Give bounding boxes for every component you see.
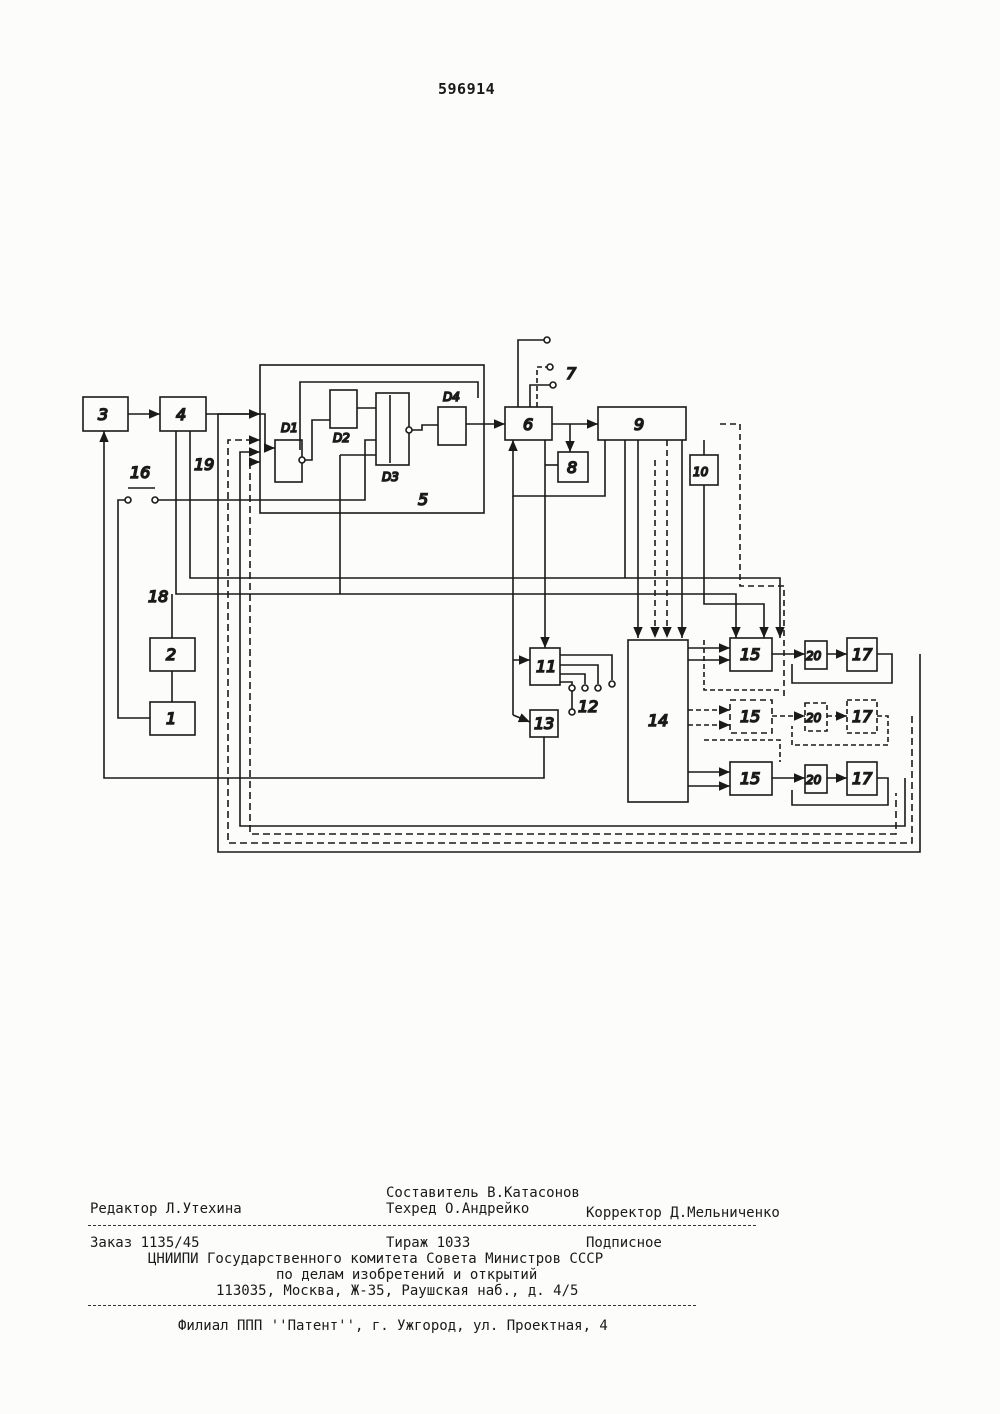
gate-d3: [376, 393, 409, 465]
gate-d1: [275, 440, 302, 482]
label-block-17-top: 17: [852, 645, 873, 664]
label-block-20-bottom: 20: [806, 773, 822, 787]
label-block-6: 6: [523, 415, 533, 434]
footer-order: Заказ 1135/45: [90, 1235, 200, 1251]
label-19: 19: [194, 455, 214, 474]
footer-branch: Филиал ППП ''Патент'', г. Ужгород, ул. П…: [178, 1318, 608, 1334]
label-block-17-bottom: 17: [852, 769, 873, 788]
label-16: 16: [130, 463, 150, 482]
footer-org-line1: ЦНИИПИ Государственного комитета Совета …: [148, 1251, 603, 1267]
footer-editor: Редактор Л.Утехина: [90, 1201, 242, 1217]
label-block-2: 2: [166, 645, 176, 664]
footer-composer: Составитель В.Катасонов: [386, 1185, 580, 1201]
label-gate-d1: D1: [281, 421, 298, 435]
footer-org-line2: по делам изобретений и открытий: [276, 1267, 537, 1283]
label-block-15-middle: 15: [740, 707, 760, 726]
label-block-13: 13: [534, 714, 554, 733]
footer-divider-top: [88, 1225, 756, 1226]
label-12: 12: [578, 697, 598, 716]
label-block-20-middle: 20: [806, 711, 822, 725]
label-gate-d2: D2: [333, 431, 350, 445]
label-block-8: 8: [567, 458, 577, 477]
label-block-4: 4: [176, 405, 186, 424]
footer-divider-bottom: [88, 1305, 696, 1306]
label-block-15-top: 15: [740, 645, 760, 664]
label-5: 5: [418, 490, 428, 509]
gate-d4: [438, 407, 466, 445]
footer-subscription: Подписное: [586, 1235, 662, 1251]
label-gate-d4: D4: [443, 390, 460, 404]
label-block-14: 14: [648, 711, 668, 730]
footer-org-address: 113035, Москва, Ж-35, Раушская наб., д. …: [216, 1283, 578, 1299]
label-gate-d3: D3: [382, 470, 399, 484]
label-block-17-middle: 17: [852, 707, 873, 726]
label-block-9: 9: [634, 415, 644, 434]
label-block-1: 1: [166, 709, 176, 728]
block-diagram: 3 4 2 1 D1 D2 D3 D4 6 8 9 10 11 13 14 15…: [0, 0, 1000, 900]
label-18: 18: [148, 587, 168, 606]
footer-techred: Техред О.Андрейко: [386, 1201, 529, 1217]
label-block-3: 3: [98, 405, 108, 424]
block-5-frame: [260, 365, 484, 513]
label-block-20-top: 20: [806, 649, 822, 663]
label-block-15-bottom: 15: [740, 769, 760, 788]
footer-circulation: Тираж 1033: [386, 1235, 470, 1251]
label-block-10: 10: [693, 465, 709, 479]
footer-corrector: Корректор Д.Мельниченко: [586, 1205, 780, 1221]
label-7: 7: [566, 364, 577, 383]
gate-d2: [330, 390, 357, 428]
label-block-11: 11: [536, 657, 556, 676]
